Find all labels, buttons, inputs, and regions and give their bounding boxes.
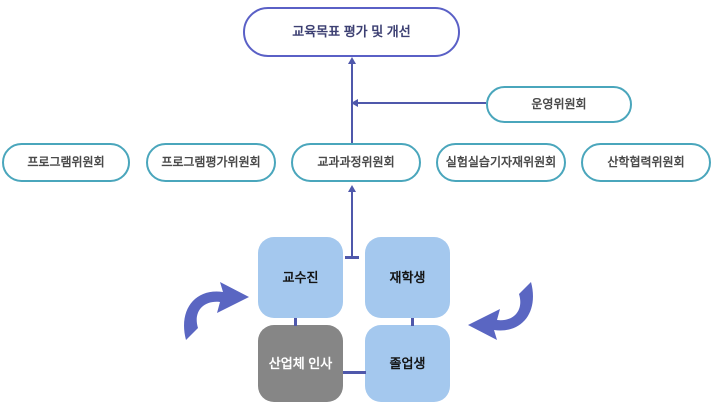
stakeholder-box-faculty: 교수진 xyxy=(258,237,343,318)
committee-box-program-evaluation: 프로그램평가위원회 xyxy=(146,143,276,182)
stakeholder-box-industry-personnel: 산업체 인사 xyxy=(258,325,343,402)
committee-box-industry-cooperation: 산학협력위원회 xyxy=(581,143,711,182)
committee-box-lab-equipment: 실험실습기자재위원회 xyxy=(436,143,566,182)
connector-stakeholders-vertical-line xyxy=(351,190,353,257)
committee-box-curriculum: 교과과정위원회 xyxy=(291,143,421,182)
education-goal-box: 교육목표 평가 및 개선 xyxy=(243,7,460,57)
connector-students-graduates xyxy=(411,318,414,326)
committee-box-program: 프로그램위원회 xyxy=(2,143,130,182)
connector-industry-graduates xyxy=(343,371,366,374)
curved-arrow-left-icon xyxy=(466,280,534,342)
stakeholder-box-graduates: 졸업생 xyxy=(365,325,450,402)
stakeholder-box-students: 재학생 xyxy=(365,237,450,318)
arrowhead-up-to-goal-icon xyxy=(348,57,356,64)
connector-operating-horizontal-line xyxy=(358,102,486,104)
connector-faculty-industry xyxy=(294,318,297,326)
arrowhead-up-to-curriculum-icon xyxy=(348,185,356,192)
connector-t-cap xyxy=(345,256,359,259)
curved-arrow-right-icon xyxy=(183,280,251,342)
arrowhead-left-from-operating-icon xyxy=(351,99,358,107)
operating-committee-box: 운영위원회 xyxy=(486,86,632,123)
